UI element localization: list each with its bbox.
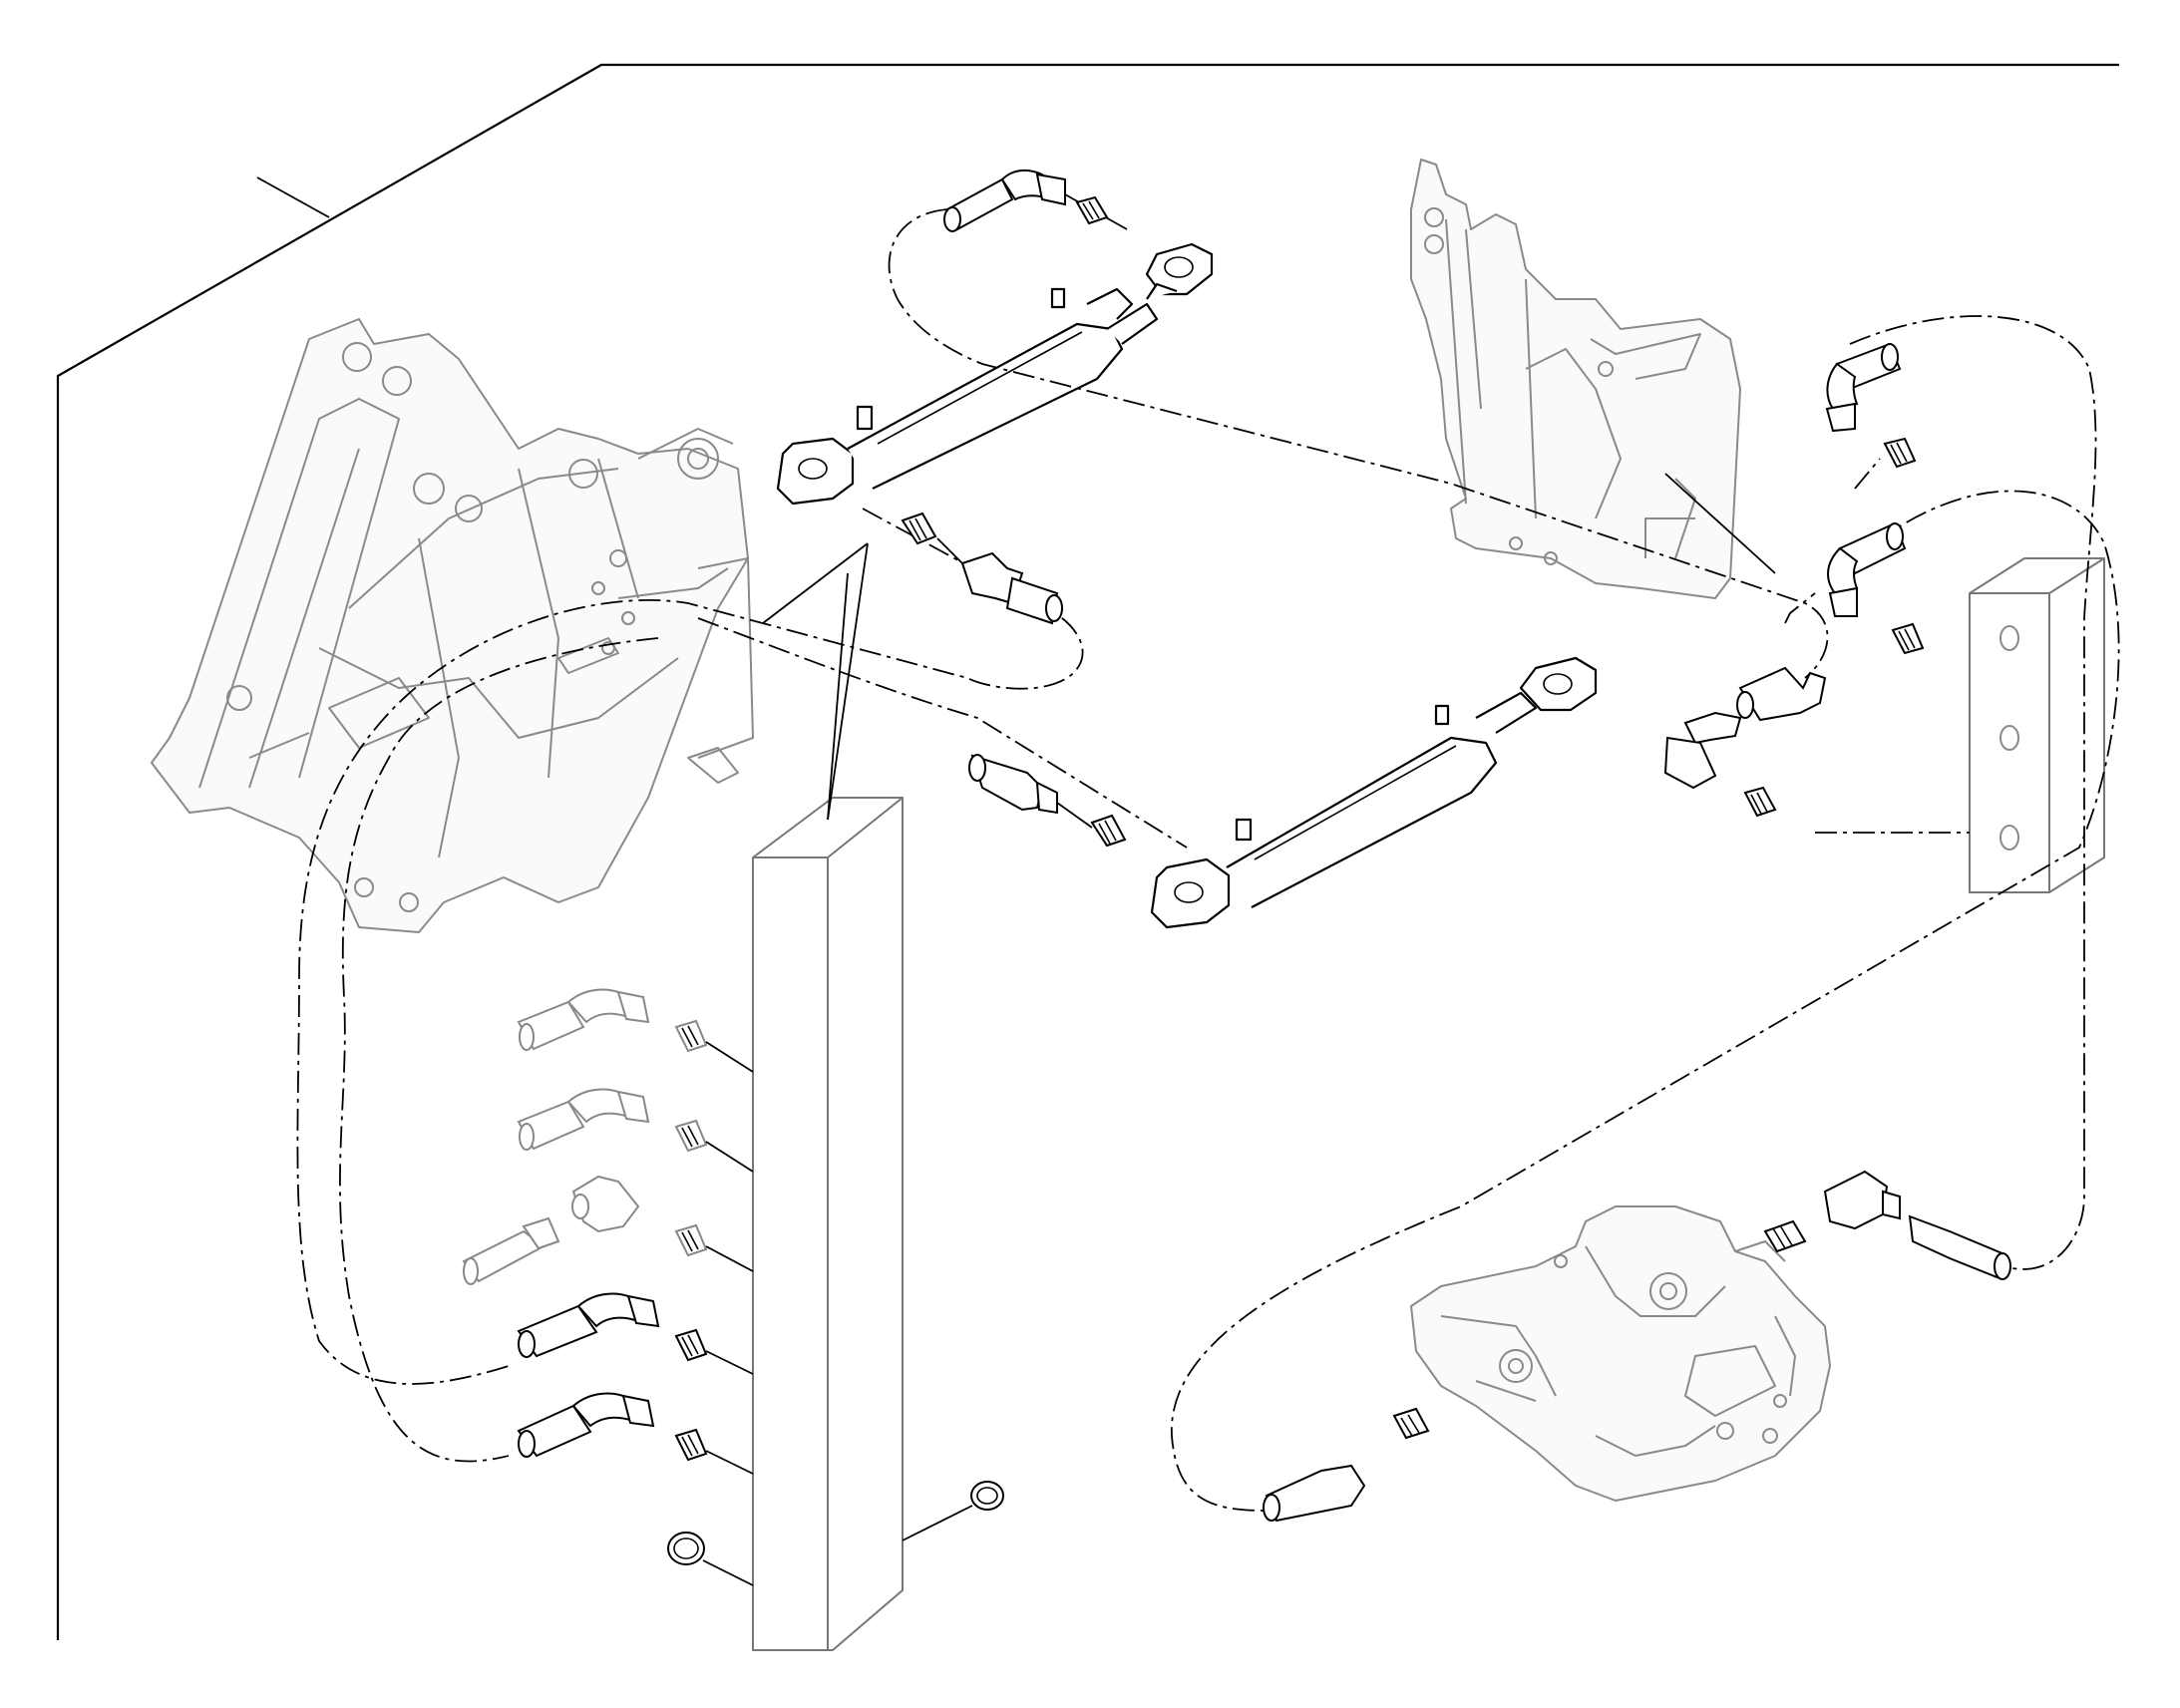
callout-leader-line: [256, 176, 330, 218]
hose-fitting-right-middle: [1827, 521, 1925, 655]
hose-fitting-column-2: [517, 1088, 754, 1173]
axle-housing: [1410, 1205, 1831, 1502]
loader-front-frame: [151, 318, 754, 933]
hydraulic-cylinder-upper: [776, 242, 1214, 506]
assembly-bracket-frame: [56, 63, 2119, 1640]
hose-fitting-axle-lower: [1263, 1407, 1430, 1523]
valve-block: [1969, 557, 2105, 893]
leader-lines: [762, 473, 1776, 821]
leader-to-column-2: [827, 572, 849, 821]
hose-fitting-column-4: [517, 1292, 754, 1375]
hose-fitting-column-5: [517, 1392, 754, 1475]
boom-bracket: [1410, 159, 1741, 599]
hose-fitting-right-upper: [1825, 342, 1917, 469]
hose-routing-lines: [296, 208, 2120, 1512]
leader-to-bracket: [1664, 473, 1776, 574]
hose-fitting-right-lower: [1663, 666, 1827, 818]
plug-right: [902, 1481, 1004, 1541]
leader-to-column: [827, 542, 869, 821]
hose-fitting-column-3: [462, 1175, 754, 1285]
hose-fitting-axle-upper: [1763, 1170, 2011, 1280]
hose-fitting-upper-cylinder: [943, 169, 1128, 232]
hydraulic-cylinder-lower: [1150, 656, 1598, 929]
hose-fitting-middle-cylinder: [968, 754, 1127, 848]
hydraulic-manifold-column: [752, 797, 904, 1651]
hose-fitting-column-1: [517, 988, 754, 1073]
callout-10[interactable]: [256, 176, 330, 218]
hose-fitting-cylinder-base: [901, 512, 1063, 625]
plug-left: [667, 1532, 754, 1586]
leader-to-frame: [762, 542, 869, 624]
